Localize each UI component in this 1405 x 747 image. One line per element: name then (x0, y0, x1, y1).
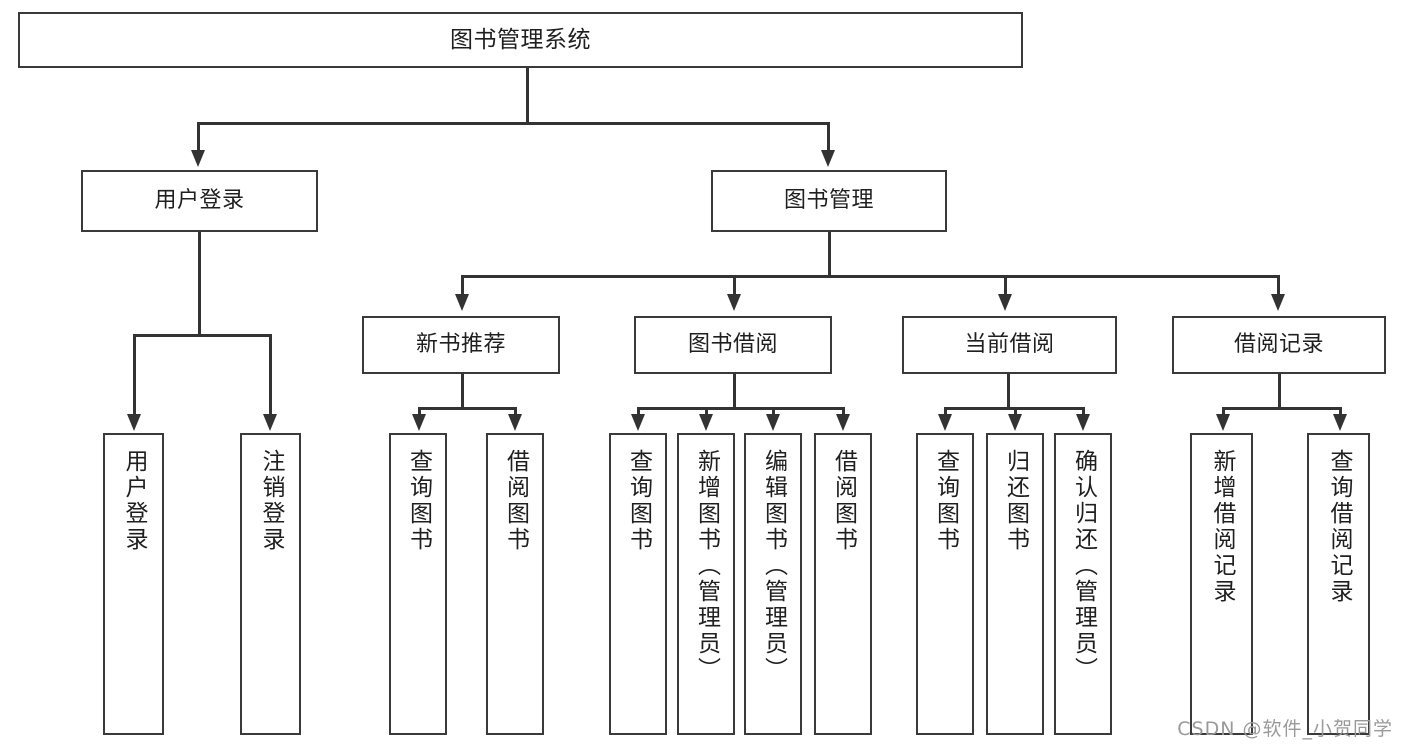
arrow-to-current-borrow (998, 294, 1012, 311)
arrow-to-borrow-record (1271, 294, 1285, 311)
connector-root-stem (526, 68, 529, 123)
arrow-to-leaf-add-borrow-record (1216, 414, 1230, 431)
node-label: 用户登录 (121, 449, 147, 553)
connector-level3-drop-3 (1004, 275, 1007, 295)
connector-book-borrow-drop-1 (637, 407, 640, 416)
leaf-logout[interactable]: 注销登录 (240, 433, 301, 735)
connector-new-book-stem (461, 374, 464, 409)
node-label: 查询借阅记录 (1326, 449, 1352, 605)
arrow-to-leaf-borrow-book-2 (836, 414, 850, 431)
connector-borrow-record-drop-2 (1339, 407, 1342, 416)
node-label: 图书管理系统 (450, 26, 591, 53)
node-label: 新增图书（管理员） (693, 449, 720, 683)
node-label: 注销登录 (258, 449, 284, 553)
arrow-to-book-borrow (727, 294, 741, 311)
node-label: 编辑图书（管理员） (760, 449, 787, 683)
arrow-to-leaf-logout (263, 414, 277, 431)
node-current-borrow[interactable]: 当前借阅 (902, 316, 1117, 374)
leaf-query-book-current[interactable]: 查询图书 (916, 433, 974, 735)
leaf-borrow-book[interactable]: 借阅图书 (814, 433, 872, 735)
connector-level3-drop-2 (733, 275, 736, 295)
connector-book-management-stem (828, 232, 831, 276)
arrow-to-leaf-query-borrow-record (1333, 414, 1347, 431)
connector-borrow-record-bus (1222, 407, 1341, 410)
node-root-book-management-system[interactable]: 图书管理系统 (18, 12, 1023, 68)
node-label: 确认归还（管理员） (1070, 449, 1097, 683)
connector-new-book-bus (418, 407, 516, 410)
node-label: 新增借阅记录 (1209, 449, 1235, 605)
connector-book-borrow-drop-3 (772, 407, 775, 416)
node-book-management[interactable]: 图书管理 (711, 170, 947, 232)
leaf-add-book-admin[interactable]: 新增图书（管理员） (677, 433, 735, 735)
node-label: 新书推荐 (415, 332, 506, 358)
leaf-borrow-book-recommend[interactable]: 借阅图书 (486, 433, 544, 735)
connector-current-borrow-drop-3 (1082, 407, 1085, 416)
connector-book-borrow-bus (637, 407, 844, 410)
arrow-to-leaf-confirm-return (1076, 414, 1090, 431)
leaf-query-book-borrow[interactable]: 查询图书 (609, 433, 667, 735)
connector-user-login-bus (133, 334, 270, 337)
node-book-borrow[interactable]: 图书借阅 (634, 316, 832, 374)
node-label: 查询图书 (932, 449, 959, 553)
node-label: 图书管理 (783, 188, 874, 214)
arrow-to-leaf-borrow-book-1 (508, 414, 522, 431)
connector-book-borrow-drop-2 (705, 407, 708, 416)
node-label: 查询图书 (625, 449, 652, 553)
connector-new-book-drop-1 (418, 407, 421, 416)
connector-current-borrow-drop-2 (1014, 407, 1017, 416)
connector-user-login-drop-2 (269, 334, 272, 416)
connector-borrow-record-drop-1 (1222, 407, 1225, 416)
leaf-edit-book-admin[interactable]: 编辑图书（管理员） (744, 433, 802, 735)
node-label: 当前借阅 (964, 332, 1055, 358)
node-borrow-record[interactable]: 借阅记录 (1172, 316, 1386, 374)
leaf-return-book[interactable]: 归还图书 (986, 433, 1044, 735)
leaf-query-book-recommend[interactable]: 查询图书 (389, 433, 447, 735)
node-label: 图书借阅 (687, 332, 778, 358)
node-label: 查询图书 (405, 449, 432, 553)
arrow-to-book-management (821, 150, 835, 167)
connector-level2-bus (197, 122, 829, 125)
connector-level2-drop-right (827, 122, 830, 150)
connector-borrow-record-stem (1278, 374, 1281, 409)
connector-level3-drop-1 (461, 275, 464, 295)
arrow-to-leaf-edit-book (766, 414, 780, 431)
connector-level3-bus (461, 275, 1279, 278)
leaf-confirm-return-admin[interactable]: 确认归还（管理员） (1054, 433, 1112, 735)
node-label: 用户登录 (154, 188, 245, 214)
node-new-book-recommend[interactable]: 新书推荐 (362, 316, 560, 374)
leaf-add-borrow-record[interactable]: 新增借阅记录 (1190, 433, 1253, 735)
leaf-user-login[interactable]: 用户登录 (103, 433, 164, 735)
node-user-login[interactable]: 用户登录 (81, 170, 318, 232)
connector-current-borrow-drop-1 (944, 407, 947, 416)
leaf-query-borrow-record[interactable]: 查询借阅记录 (1307, 433, 1370, 735)
connector-user-login-drop-1 (133, 334, 136, 416)
connector-book-borrow-drop-4 (842, 407, 845, 416)
arrow-to-leaf-query-book-3 (938, 414, 952, 431)
arrow-to-user-login (191, 150, 205, 167)
connector-level2-drop-left (197, 122, 200, 150)
arrow-to-leaf-query-book-2 (631, 414, 645, 431)
arrow-to-new-book-recommend (455, 294, 469, 311)
arrow-to-leaf-user-login (127, 414, 141, 431)
arrow-to-leaf-add-book (699, 414, 713, 431)
connector-book-borrow-stem (733, 374, 736, 409)
node-label: 借阅图书 (830, 449, 857, 553)
arrow-to-leaf-query-book-1 (412, 414, 426, 431)
node-label: 归还图书 (1002, 449, 1029, 553)
node-label: 借阅记录 (1233, 332, 1324, 358)
connector-new-book-drop-2 (514, 407, 517, 416)
node-label: 借阅图书 (502, 449, 529, 553)
connector-user-login-stem (198, 232, 201, 335)
connector-level3-drop-4 (1277, 275, 1280, 295)
connector-current-borrow-stem (1007, 374, 1010, 409)
arrow-to-leaf-return-book (1008, 414, 1022, 431)
